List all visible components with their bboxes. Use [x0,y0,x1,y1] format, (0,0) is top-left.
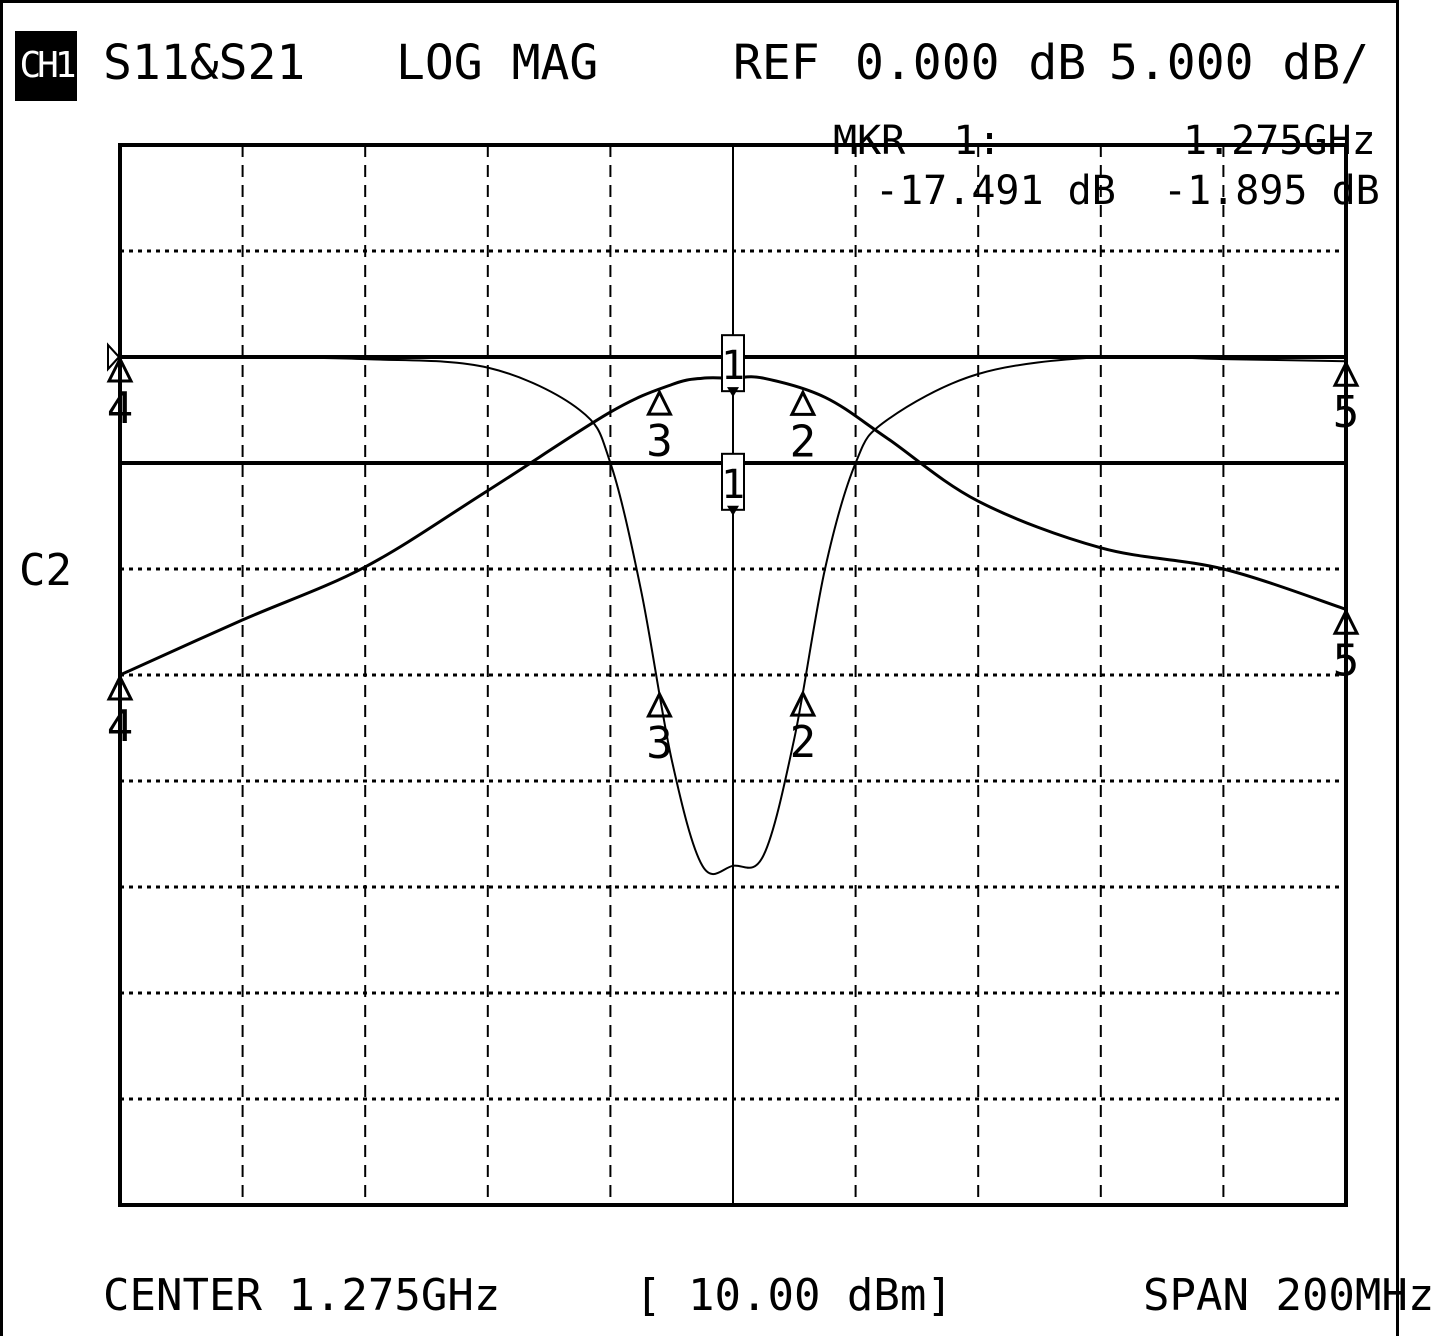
marker-2-label: 2 [790,416,817,467]
ref-value: 0.000 dB [855,35,1087,91]
ref-label: REF [733,35,820,91]
marker-value-1: -17.491 dB [875,168,1116,214]
parameter-label: S11&S21 [103,35,306,91]
marker-3-triangle-icon [646,388,673,416]
marker-3-label: 3 [646,718,673,769]
center-frequency: CENTER 1.275GHz [103,1270,501,1321]
marker-freq: 1.275GHz [1183,118,1376,164]
scale-label: 5.000 dB/ [1109,35,1370,91]
channel-2-label: C2 [19,545,72,596]
marker-value-2: -1.895 dB [1163,168,1380,214]
format-label: LOG MAG [396,35,599,91]
marker-5-triangle-icon [1332,359,1360,387]
marker-4-triangle-icon [106,355,134,383]
source-power: [ 10.00 dBm] [635,1270,953,1321]
reference-pointer-icon [107,342,121,372]
marker-5-triangle-icon [1332,607,1360,635]
channel-badge[interactable]: CH1 [15,31,77,101]
marker-2-triangle-icon [789,689,817,717]
marker-2-label: 2 [790,717,817,768]
marker-4-label: 4 [107,701,134,752]
marker-pointer-icon [727,387,739,398]
marker-1-label: 1 [721,343,745,389]
marker-5-label: 5 [1333,387,1360,438]
trace-s11 [119,355,1347,876]
marker-4-triangle-icon [106,673,134,701]
marker-5-label: 5 [1333,635,1360,686]
marker-3-label: 3 [646,416,673,467]
marker-3-triangle-icon [646,690,673,718]
marker-1-label: 1 [721,462,745,508]
marker-pointer-icon [727,505,739,516]
marker-4-label: 4 [107,383,134,434]
span-frequency: SPAN 200MHz [1143,1270,1434,1321]
marker-2-triangle-icon [789,389,817,416]
